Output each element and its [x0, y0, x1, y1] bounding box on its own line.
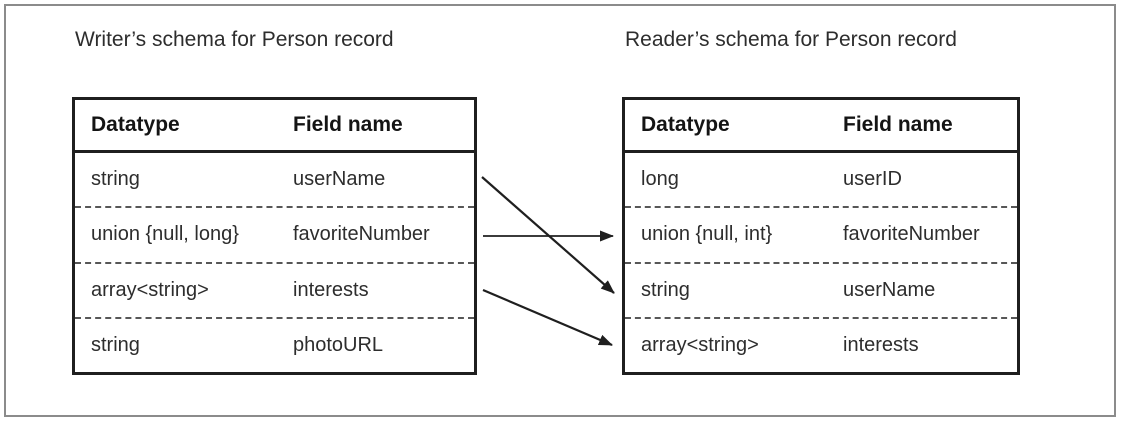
datatype-cell: string — [91, 168, 140, 191]
reader-row-interests: array<string> interests — [625, 316, 1017, 372]
writer-header-datatype: Datatype — [91, 113, 180, 136]
reader-header-field-name: Field name — [843, 113, 953, 136]
writer-table-header: Datatype Field name — [75, 100, 474, 153]
field-name-cell: favoriteNumber — [293, 223, 430, 246]
datatype-cell: union {null, long} — [91, 223, 239, 246]
datatype-cell: long — [641, 168, 679, 191]
reader-row-userid: long userID — [625, 153, 1017, 206]
reader-row-favoritenumber: union {null, int} favoriteNumber — [625, 206, 1017, 261]
field-name-cell: userName — [843, 278, 936, 301]
field-name-cell: photoURL — [293, 333, 384, 356]
datatype-cell: string — [641, 278, 690, 301]
datatype-cell: union {null, int} — [641, 223, 773, 246]
writer-header-field-name: Field name — [293, 113, 403, 136]
reader-schema-table: Datatype Field name long userID union {n… — [622, 97, 1020, 375]
datatype-cell: array<string> — [641, 333, 759, 356]
datatype-cell: array<string> — [91, 278, 209, 301]
field-name-cell: interests — [293, 278, 369, 301]
writer-schema-title: Writer’s schema for Person record — [75, 28, 394, 51]
writer-row-favoritenumber: union {null, long} favoriteNumber — [75, 206, 474, 261]
reader-schema-title: Reader’s schema for Person record — [625, 28, 957, 51]
field-name-cell: userID — [843, 168, 902, 191]
reader-header-datatype: Datatype — [641, 113, 730, 136]
field-name-cell: favoriteNumber — [843, 223, 980, 246]
writer-row-photourl: string photoURL — [75, 316, 474, 372]
reader-table-header: Datatype Field name — [625, 100, 1017, 153]
datatype-cell: string — [91, 333, 140, 356]
writer-row-interests: array<string> interests — [75, 261, 474, 317]
writer-row-username: string userName — [75, 153, 474, 206]
field-name-cell: interests — [843, 333, 919, 356]
writer-schema-table: Datatype Field name string userName unio… — [72, 97, 477, 375]
reader-row-username: string userName — [625, 261, 1017, 317]
field-name-cell: userName — [293, 168, 386, 191]
